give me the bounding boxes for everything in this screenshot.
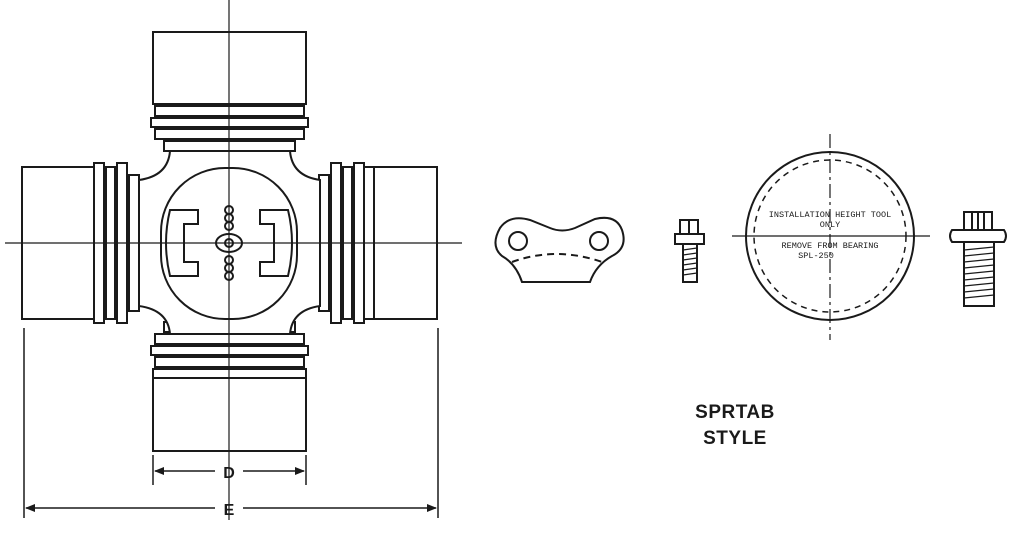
dimension-d: [152, 455, 307, 485]
style-caption-line2: STYLE: [703, 428, 767, 449]
cap-text-line1: INSTALLATION HEIGHT TOOL: [769, 210, 891, 220]
installation-cap: INSTALLATION HEIGHT TOOL ONLY REMOVE FRO…: [732, 134, 930, 340]
retainer-strap: [494, 216, 625, 283]
cap-text-line4: SPL-250: [798, 251, 834, 261]
dimension-e-label: E: [224, 502, 235, 519]
dimension-d-label: D: [223, 465, 235, 482]
cap-text-line3: REMOVE FROM BEARING: [782, 241, 879, 251]
style-caption: SPRTAB STYLE: [660, 400, 810, 452]
small-bolt: [674, 219, 705, 283]
centerlines: [5, 0, 462, 520]
large-bolt: [949, 211, 1007, 307]
dimension-e: [23, 328, 439, 518]
cap-text-line2: ONLY: [820, 220, 840, 230]
style-caption-line1: SPRTAB: [695, 402, 775, 423]
